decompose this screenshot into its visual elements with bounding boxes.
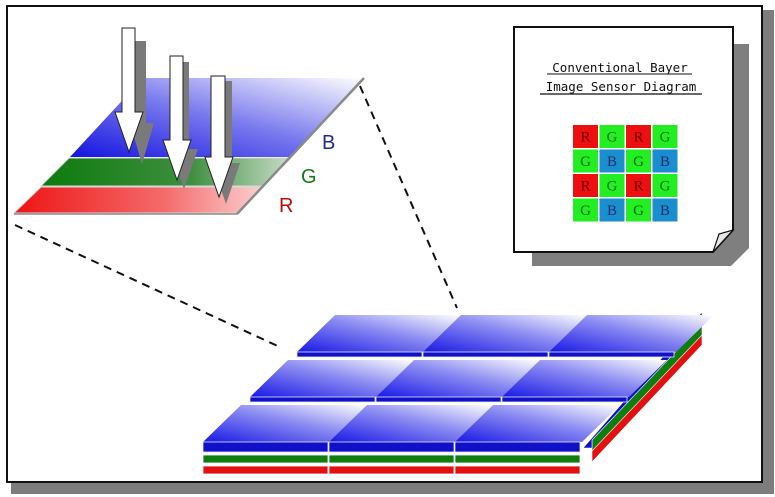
bayer-cell-label: G <box>633 203 644 219</box>
bayer-cell-label: G <box>633 154 644 170</box>
photosite-edge-blue <box>249 396 376 403</box>
photosite-edge-blue <box>501 396 628 403</box>
light-arrow-1 <box>114 27 154 164</box>
zoom-line-right <box>359 85 458 309</box>
photosite-layer-green <box>328 454 455 464</box>
photosite-top <box>203 405 368 442</box>
bayer-cell-label: G <box>580 203 591 219</box>
photosite-edge-blue <box>328 441 455 453</box>
bayer-cell-g <box>573 198 598 222</box>
bayer-cell-label: B <box>607 203 617 219</box>
bayer-cell-r <box>626 174 651 197</box>
bayer-cell-r <box>573 125 598 148</box>
photosite-top <box>423 315 588 352</box>
photosite-edge-blue <box>548 351 675 358</box>
single-pixel-layers: B G R <box>12 27 365 217</box>
layer-label-r: R <box>279 195 293 217</box>
photosite-layer-green <box>202 454 329 464</box>
bayer-cell-label: G <box>660 130 671 146</box>
photosite-top <box>549 315 714 352</box>
photosite-edge-blue <box>296 351 423 358</box>
note-title-line2: Image Sensor Diagram <box>546 79 697 94</box>
photosite-top <box>376 360 541 397</box>
photosite-top <box>297 315 462 352</box>
photosite-layer-red <box>328 465 455 475</box>
bayer-cell-g <box>599 174 625 197</box>
photosite-edge-blue <box>202 441 329 453</box>
layer-label-b: B <box>322 132 335 154</box>
bayer-cell-label: R <box>580 130 590 146</box>
bayer-cell-b <box>599 198 625 222</box>
zoom-line-left <box>14 224 283 349</box>
arrow-down-icon <box>204 75 234 199</box>
photosite-top <box>502 360 667 397</box>
bayer-note-card: Conventional Bayer Image Sensor Diagram … <box>513 26 749 266</box>
bayer-cell-label: B <box>660 154 670 170</box>
bayer-cell-b <box>599 149 625 173</box>
photosite-edge-blue <box>422 351 549 358</box>
bayer-cell-label: G <box>607 179 618 195</box>
photosite-top <box>250 360 415 397</box>
photosite-layer-green <box>454 454 581 464</box>
bayer-cell-label: G <box>607 130 618 146</box>
arrow-down-icon <box>162 55 192 182</box>
photosite-top <box>329 405 494 442</box>
sensor-array <box>202 311 714 475</box>
photosite-edge-blue <box>375 396 502 403</box>
bayer-cell-g <box>573 149 598 173</box>
bayer-cell-label: G <box>580 154 591 170</box>
photosite-top <box>455 405 620 442</box>
bayer-cell-g <box>652 174 678 197</box>
bayer-cell-r <box>573 174 598 197</box>
bayer-cell-g <box>626 149 651 173</box>
layer-label-g: G <box>301 166 317 188</box>
photosite-layer-red <box>202 465 329 475</box>
bayer-cell-label: G <box>660 179 671 195</box>
bayer-cell-b <box>652 149 678 173</box>
light-arrow-2 <box>162 55 198 189</box>
bayer-cell-label: R <box>633 130 643 146</box>
bayer-cell-label: R <box>633 179 643 195</box>
bayer-cell-label: B <box>607 154 617 170</box>
bayer-cell-r <box>626 125 651 148</box>
light-arrow-3 <box>204 75 240 204</box>
bayer-cell-label: B <box>660 203 670 219</box>
page-curl-icon <box>712 228 735 253</box>
photosite-layer-red <box>454 465 581 475</box>
bayer-cell-label: R <box>580 179 590 195</box>
bayer-cell-b <box>652 198 678 222</box>
bayer-cell-g <box>652 125 678 148</box>
pixel-edge <box>236 77 365 215</box>
note-title-line1: Conventional Bayer <box>552 60 688 75</box>
pixel-layer-green <box>39 157 293 187</box>
photosite-edge-blue <box>454 441 581 453</box>
arrow-down-icon <box>114 27 144 154</box>
bayer-cell-g <box>599 125 625 148</box>
bayer-cell-g <box>626 198 651 222</box>
